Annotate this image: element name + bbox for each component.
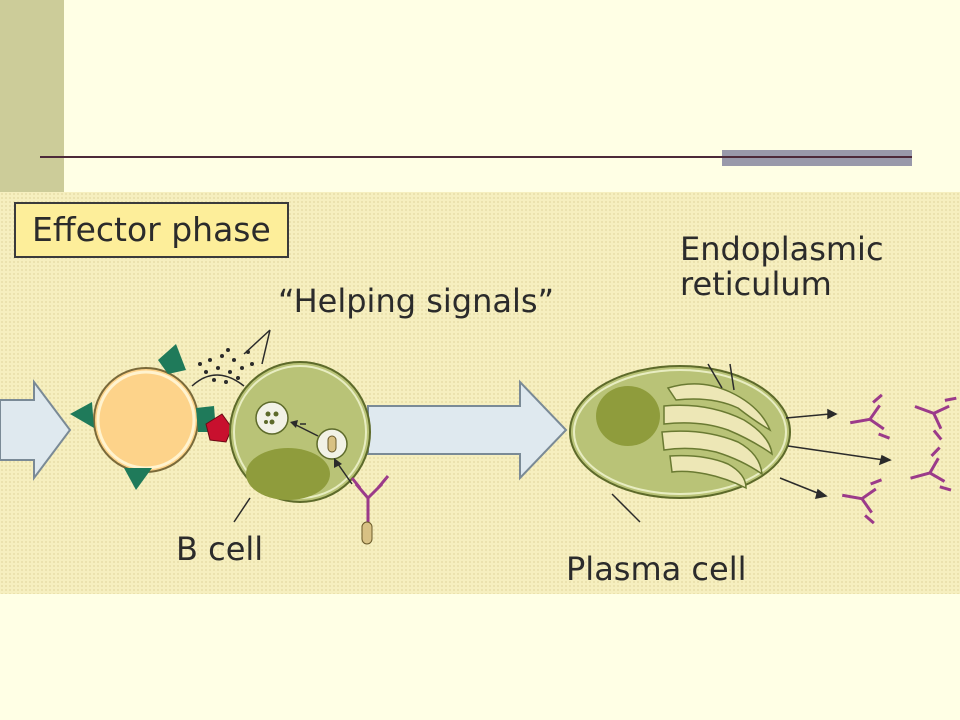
t-cell-receptor bbox=[158, 344, 186, 374]
plasma-cell-label: Plasma cell bbox=[566, 550, 747, 588]
plasma-cell bbox=[569, 363, 791, 523]
antigen-particle bbox=[361, 521, 373, 545]
title-rule bbox=[40, 156, 722, 158]
title-accent-bar bbox=[722, 150, 912, 166]
effector-phase-figure: Effector phase “Helping signals” Endopla… bbox=[0, 192, 960, 594]
helper-t-cell bbox=[70, 344, 216, 490]
b-cell-surface-antibody bbox=[350, 475, 390, 522]
antibody bbox=[914, 396, 957, 441]
t-cell-receptor bbox=[70, 402, 94, 428]
plasma-cell-nucleus bbox=[596, 386, 660, 446]
secretion-arrows bbox=[779, 408, 892, 499]
t-cell-receptor bbox=[124, 468, 152, 490]
phase-label: Effector phase bbox=[14, 202, 289, 258]
helping-signal-dots bbox=[198, 348, 254, 384]
secreted-antibodies bbox=[841, 393, 957, 525]
er-label-line-1: Endoplasmic bbox=[680, 230, 884, 268]
b-cell-label: B cell bbox=[176, 530, 264, 568]
endoplasmic-reticulum bbox=[661, 383, 773, 490]
endoplasmic-reticulum-label: Endoplasmic reticulum bbox=[680, 230, 884, 304]
antibody bbox=[910, 446, 952, 492]
b-cell bbox=[229, 361, 371, 503]
er-label-line-2: reticulum bbox=[680, 265, 832, 304]
antibody bbox=[841, 478, 883, 525]
helping-signals-label: “Helping signals” bbox=[278, 282, 555, 320]
figure-drawing bbox=[0, 329, 957, 545]
slide-side-bar bbox=[0, 0, 64, 192]
antibody bbox=[849, 393, 891, 440]
differentiation-arrow bbox=[367, 379, 568, 481]
b-cell-nucleus bbox=[246, 448, 330, 500]
presented-antigen bbox=[205, 413, 233, 443]
incoming-arrow bbox=[0, 379, 72, 481]
